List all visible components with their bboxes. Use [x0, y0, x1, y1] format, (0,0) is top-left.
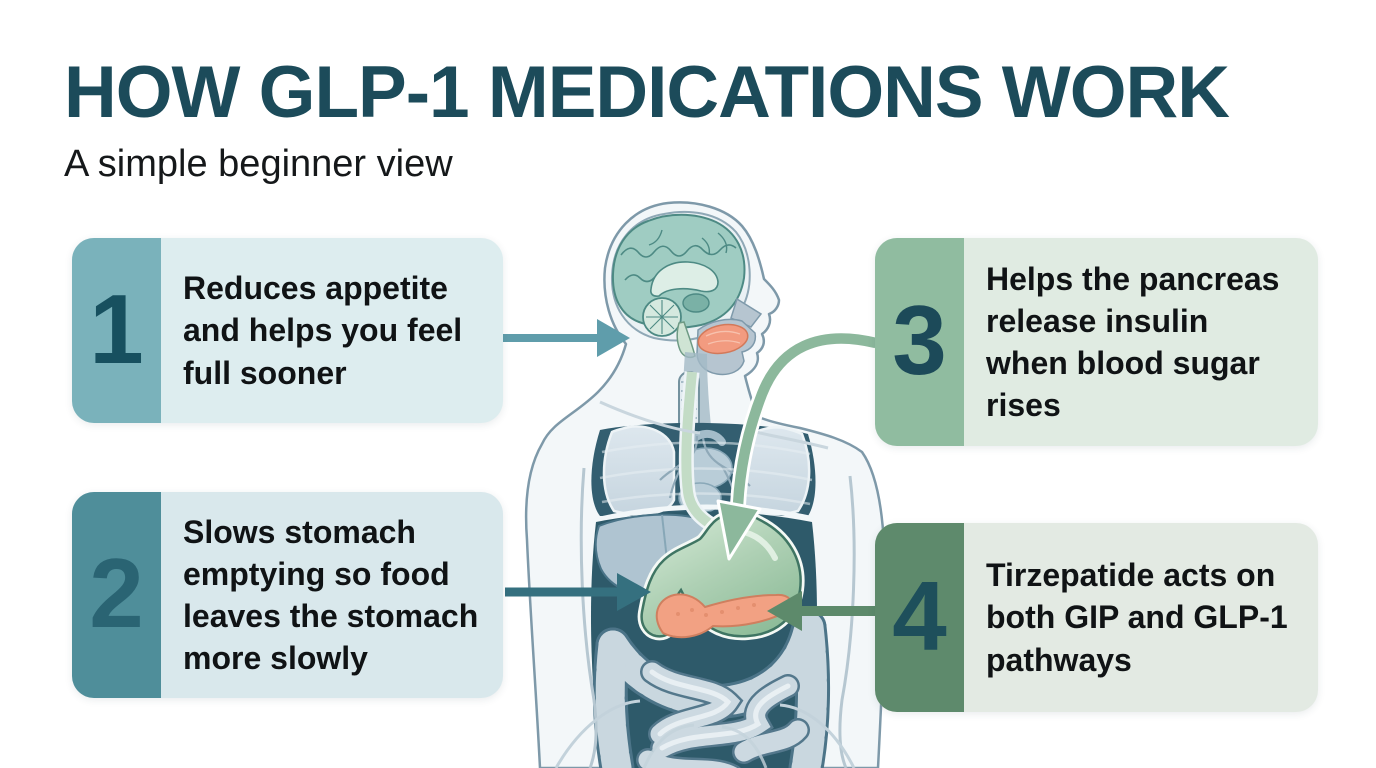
- brain-illustration: [611, 213, 746, 359]
- shoulder-contours: [599, 400, 829, 450]
- body-illustration: [524, 201, 886, 768]
- hip-contours: [554, 699, 856, 768]
- small-intestine-illustration: [636, 660, 810, 768]
- step-description: Helps the pancreas release insulin when …: [986, 260, 1280, 424]
- step1-arrow-icon: [503, 319, 630, 357]
- page-subtitle: A simple beginner view: [64, 143, 453, 185]
- step-number: 4: [892, 560, 947, 671]
- brainstem: [676, 321, 696, 359]
- tongue: [697, 323, 749, 355]
- chest-cavity: [591, 422, 816, 516]
- esophagus-illustration: [678, 371, 716, 532]
- step3-curved-arrow-icon: [716, 330, 878, 561]
- step-number-panel: 3: [875, 238, 964, 446]
- torso-contours: [579, 467, 856, 768]
- step-number: 3: [892, 285, 947, 395]
- step-number: 1: [89, 273, 144, 384]
- step-number-panel: 1: [72, 238, 161, 423]
- step-number: 2: [89, 538, 144, 648]
- body-outline: [524, 201, 886, 768]
- trachea-illustration: [678, 371, 700, 433]
- skull-interior: [610, 210, 751, 342]
- step-card-3: 3 Helps the pancreas release insulin whe…: [875, 238, 1318, 446]
- step-description: Reduces appetite and helps you feel full…: [183, 270, 463, 391]
- step2-arrow-icon: [505, 573, 651, 611]
- mouth-illustration: [696, 297, 763, 376]
- diaphragm-line: [591, 504, 815, 524]
- step-card-4: 4 Tirzepatide acts on both GIP and GLP-1…: [875, 523, 1318, 712]
- heart-illustration: [678, 430, 733, 514]
- stomach-illustration: [637, 509, 805, 641]
- lungs-illustration: [602, 425, 811, 516]
- step-card-2: 2 Slows stomach emptying so food leaves …: [72, 492, 503, 698]
- abdominal-cavity: [590, 511, 818, 768]
- step-description: Slows stomach emptying so food leaves th…: [183, 513, 479, 677]
- large-intestine-illustration: [592, 609, 831, 768]
- pancreas-illustration: [655, 593, 793, 639]
- step-number-panel: 4: [875, 523, 964, 712]
- step-card-1: 1 Reduces appetite and helps you feel fu…: [72, 238, 503, 423]
- liver-illustration: [594, 513, 729, 598]
- page-title: HOW GLP-1 MEDICATIONS WORK: [64, 52, 1230, 133]
- step-description: Tirzepatide acts on both GIP and GLP-1 p…: [986, 557, 1288, 678]
- step4-arrow-icon: [767, 591, 876, 631]
- step-number-panel: 2: [72, 492, 161, 698]
- corpus-callosum: [650, 261, 719, 297]
- header: HOW GLP-1 MEDICATIONS WORK A simple begi…: [64, 52, 1230, 186]
- cerebellum: [642, 297, 682, 337]
